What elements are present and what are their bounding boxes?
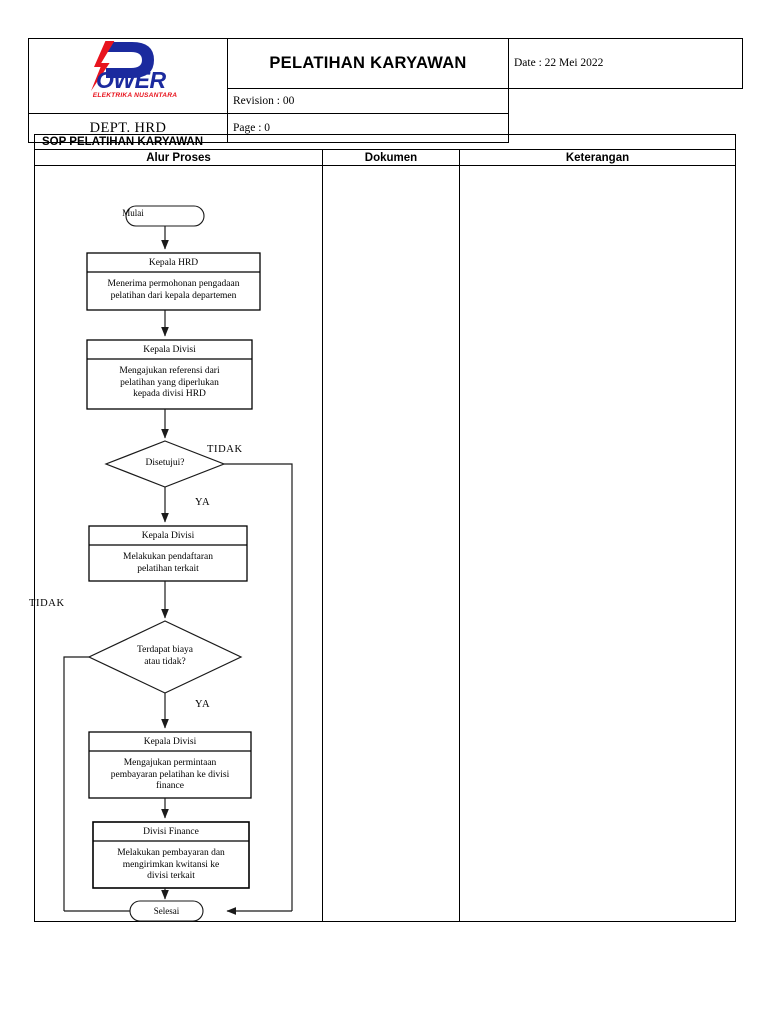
logo-wordmark: OWER xyxy=(96,67,166,93)
logo-p-shape-icon xyxy=(102,40,156,80)
document-header-table: OWER ELEKTRIKA NUSANTARA PELATIHAN KARYA… xyxy=(28,38,743,143)
header-page-text: Page : 0 xyxy=(233,122,271,134)
header-revision-text: Revision : 00 xyxy=(233,94,295,107)
header-date-cell: Date : 22 Mei 2022 xyxy=(508,38,743,89)
step-1-text: Menerima permohonan pengadaan pelatihan … xyxy=(107,279,240,301)
header-page-cell: Page : 0 xyxy=(227,113,509,143)
sop-table: SOP PELATIHAN KARYAWAN Alur Proses Dokum… xyxy=(34,134,736,922)
sop-table-body: Mulai Selesai Kepala HRD Menerima permoh… xyxy=(35,166,735,923)
step-2-text: Mengajukan referensi dari pelatihan yang… xyxy=(119,366,220,400)
step-5-role: Divisi Finance xyxy=(143,827,199,837)
column-header-alur-proses: Alur Proses xyxy=(35,150,323,165)
header-date-text: Date : 22 Mei 2022 xyxy=(514,57,604,70)
header-revision-cell: Revision : 00 xyxy=(227,87,509,115)
decision-2-text: Terdapat biaya atau tidak? xyxy=(136,645,194,667)
department-cell: DEPT. HRD xyxy=(28,113,228,143)
flow-end-label: Selesai xyxy=(153,906,180,916)
column-header-dokumen: Dokumen xyxy=(323,150,460,165)
dokumen-column xyxy=(323,166,460,921)
step-3-text: Melakukan pendaftaran pelatihan terkait xyxy=(123,552,213,574)
company-logo: OWER ELEKTRIKA NUSANTARA xyxy=(62,39,194,113)
sop-column-headers: Alur Proses Dokumen Keterangan xyxy=(35,150,735,166)
company-logo-cell: OWER ELEKTRIKA NUSANTARA xyxy=(28,38,228,114)
decision-1-yes-label: YA xyxy=(195,497,211,508)
column-header-keterangan: Keterangan xyxy=(565,152,630,164)
step-1-role: Kepala HRD xyxy=(148,258,199,268)
decision-1-no-label: TIDAK xyxy=(207,444,243,455)
step-4-role: Kepala Divisi xyxy=(143,737,197,747)
outer-tidak-label: TIDAK xyxy=(29,598,65,609)
step-4-text: Mengajukan permintaan pembayaran pelatih… xyxy=(110,758,230,792)
step-3-role: Kepala Divisi xyxy=(141,531,195,541)
flow-start-label: Mulai xyxy=(122,208,144,218)
department-name: DEPT. HRD xyxy=(89,120,167,136)
flowchart-connectors-and-shapes xyxy=(63,205,293,922)
decision-2-yes-label: YA xyxy=(195,699,211,710)
sop-table-title: SOP PELATIHAN KARYAWAN xyxy=(35,135,735,150)
flowchart-canvas: Mulai Selesai Kepala HRD Menerima permoh… xyxy=(35,166,323,923)
step-5-text: Melakukan pembayaran dan mengirimkan kwi… xyxy=(117,848,225,882)
keterangan-column xyxy=(460,166,735,921)
logo-tagline: ELEKTRIKA NUSANTARA xyxy=(92,92,178,99)
alur-proses-column: Mulai Selesai Kepala HRD Menerima permoh… xyxy=(35,166,323,923)
document-title-cell: PELATIHAN KARYAWAN xyxy=(227,38,509,89)
step-2-role: Kepala Divisi xyxy=(143,345,196,355)
logo-mark: OWER xyxy=(62,39,194,93)
document-title: PELATIHAN KARYAWAN xyxy=(269,53,467,72)
decision-1-text: Disetujui? xyxy=(145,458,185,468)
